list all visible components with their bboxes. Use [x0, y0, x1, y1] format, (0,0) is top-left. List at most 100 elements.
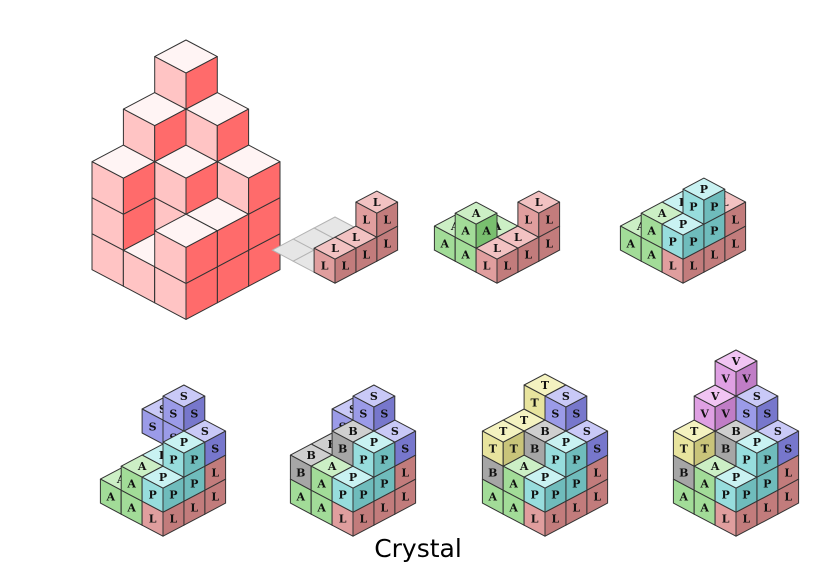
cube-label: P: [169, 489, 177, 502]
cube-label: S: [211, 443, 219, 456]
cube-label: L: [360, 513, 368, 526]
cube-label: A: [508, 478, 518, 491]
cube-label: L: [524, 249, 532, 262]
cube-label: S: [149, 421, 157, 434]
cube-label: B: [721, 443, 730, 456]
cube-label: B: [296, 467, 305, 480]
cube-label: T: [690, 425, 699, 438]
cube-target: [122, 92, 187, 163]
cube-label: L: [535, 196, 543, 209]
cube-label: S: [201, 425, 209, 438]
cube-label: A: [460, 225, 470, 238]
cube-label: A: [440, 238, 450, 251]
cube-label: L: [493, 242, 501, 255]
cube-label: L: [211, 467, 219, 480]
cube-label: P: [370, 436, 378, 449]
cube-label: A: [126, 502, 136, 515]
cube-label: A: [488, 491, 498, 504]
cube-label: L: [669, 260, 677, 273]
cube-label: P: [562, 436, 570, 449]
cube-label: P: [541, 471, 549, 484]
cube-label: P: [380, 454, 388, 467]
cube-label: P: [679, 218, 687, 231]
cube-label: P: [763, 454, 771, 467]
cube-label: L: [514, 231, 522, 244]
cube-label: L: [342, 260, 350, 273]
cube-label: S: [562, 390, 570, 403]
cube-label: P: [572, 478, 580, 491]
panel-step-7: VVVBBBVVVTTTLLLAAAAAABBBSSSLLLAAALLLPPPB…: [672, 349, 800, 537]
cube-label: V: [710, 390, 720, 403]
cube-label: P: [572, 454, 580, 467]
cube-label: L: [763, 502, 771, 515]
cube-label: L: [593, 491, 601, 504]
cube-label: A: [699, 478, 709, 491]
cube-label: A: [626, 238, 636, 251]
cube-label: L: [362, 214, 370, 227]
cube-label: V: [720, 373, 730, 386]
cube-label: A: [710, 460, 720, 473]
cube-label: A: [296, 491, 306, 504]
cube-label: L: [331, 242, 339, 255]
cube-label: L: [373, 196, 381, 209]
cube-label: A: [679, 491, 689, 504]
cube-label: L: [321, 260, 329, 273]
cube-label: V: [720, 408, 730, 421]
cube-label: L: [731, 238, 739, 251]
cube-label: P: [530, 489, 538, 502]
cube-label: S: [583, 425, 591, 438]
cube-label: P: [551, 454, 559, 467]
cube-label: S: [572, 408, 580, 421]
cube-label: S: [551, 408, 559, 421]
cube-label: L: [710, 249, 718, 262]
cube-label: B: [530, 443, 539, 456]
cube-label: P: [668, 236, 676, 249]
cube-label: T: [701, 443, 710, 456]
cube-label: P: [551, 489, 559, 502]
cube-label: L: [545, 214, 553, 227]
cube-label: L: [339, 513, 347, 526]
cube-label: P: [753, 436, 761, 449]
cube-label: L: [690, 260, 698, 273]
cube-label: A: [316, 478, 326, 491]
cube-label: B: [731, 425, 740, 438]
cube-label: A: [316, 502, 326, 515]
cube-label: S: [359, 408, 367, 421]
cube-target: [154, 213, 218, 284]
cube-label: L: [524, 214, 532, 227]
cube-label: A: [699, 502, 709, 515]
cube-label: V: [699, 408, 709, 421]
cube-label: L: [149, 513, 157, 526]
cube-label: L: [504, 260, 512, 273]
cube-label: P: [159, 471, 167, 484]
cube-label: B: [488, 467, 497, 480]
cube-label: P: [689, 236, 697, 249]
panel-target: [91, 39, 281, 320]
cube-label: P: [742, 454, 750, 467]
cube-label: P: [180, 436, 188, 449]
cube-label: P: [732, 471, 740, 484]
cube-label: L: [784, 491, 792, 504]
cube-label: P: [763, 478, 771, 491]
cube-label: S: [784, 443, 792, 456]
cube-label: S: [401, 443, 409, 456]
cube-label: S: [763, 408, 771, 421]
cube-label: L: [743, 513, 751, 526]
cube-label: B: [338, 443, 347, 456]
cube-target: [154, 144, 218, 215]
cube-label: A: [471, 207, 481, 220]
cube-label: T: [499, 425, 508, 438]
cube-label: P: [338, 489, 346, 502]
